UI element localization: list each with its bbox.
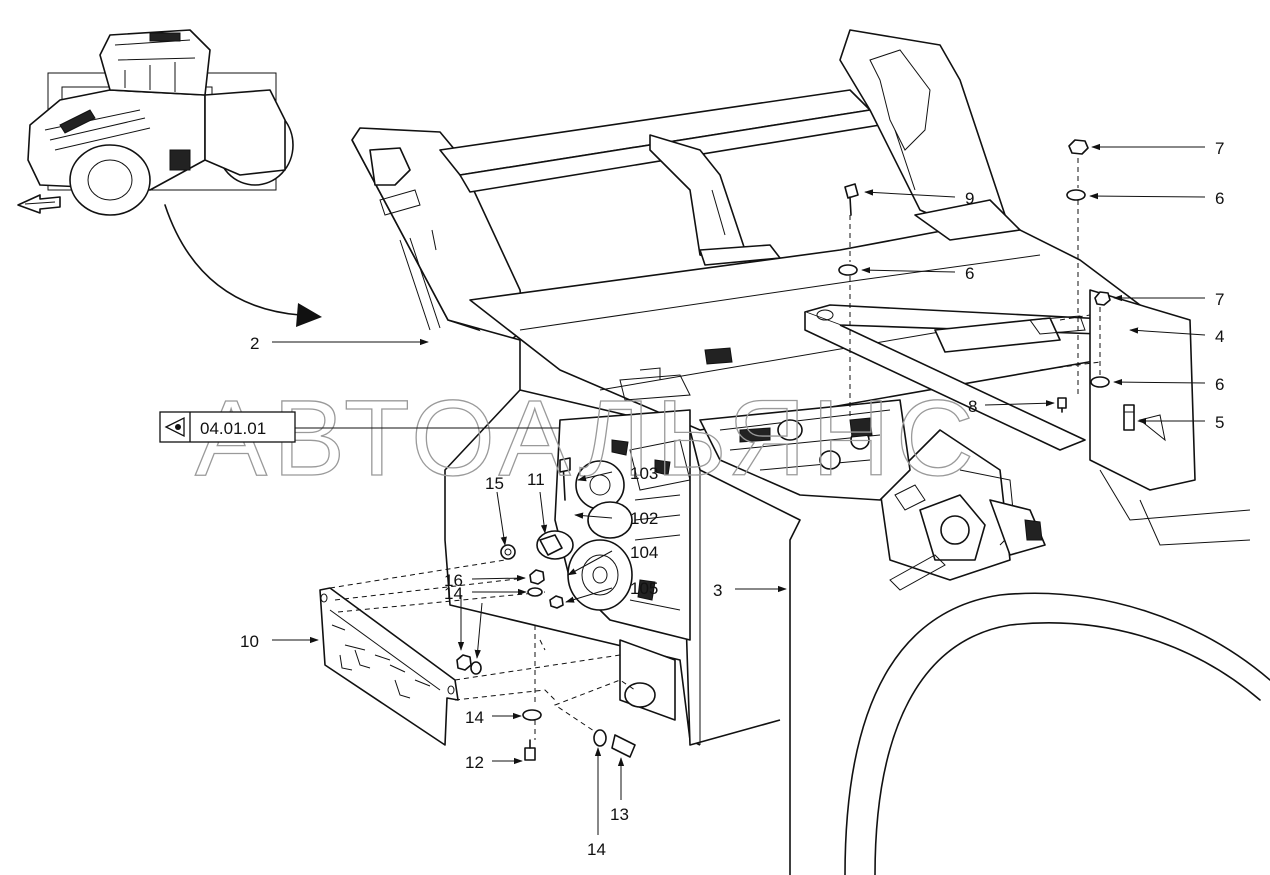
washer-14-a: [527, 587, 543, 597]
callout-14-upper: 14: [444, 584, 463, 603]
bolt-11: [559, 457, 571, 473]
callout-5: 5: [1215, 413, 1224, 432]
washer-14-c: [593, 729, 607, 747]
nut-16: [529, 569, 545, 585]
washer-6-top: [1066, 189, 1086, 201]
engine-block: [536, 409, 691, 641]
washer-14-b: [522, 709, 542, 721]
washer-14-lower: [470, 661, 482, 675]
callout-2: 2: [250, 334, 259, 353]
callout-7-top: 7: [1215, 139, 1224, 158]
hydraulic-cluster: [619, 347, 1046, 556]
callout-6-right: 6: [1215, 375, 1224, 394]
machine-overview-inset: [17, 29, 294, 216]
bolt-12: [524, 747, 536, 761]
callout-13: 13: [610, 805, 629, 824]
callout-6-mid: 6: [965, 264, 974, 283]
callout-14-bottom: 14: [587, 840, 606, 859]
callout-104: 104: [630, 543, 658, 562]
leader-lines: [272, 143, 1206, 835]
nut-105: [549, 595, 564, 609]
nut-16-lower: [456, 654, 472, 671]
callout-7-right: 7: [1215, 290, 1224, 309]
bolt-13: [611, 734, 636, 758]
callout-11: 11: [527, 470, 545, 489]
watermark-text: АВТОАЛЬЯНС: [195, 377, 980, 498]
curved-arrow-icon: [164, 204, 301, 316]
reference-box[interactable]: 04.01.01: [159, 411, 296, 443]
bolt-5: [1123, 404, 1135, 431]
arrow-head-icon: [296, 303, 322, 327]
washer-6-right: [1090, 376, 1110, 388]
callout-103: 103: [630, 464, 658, 483]
eye-view-icon: [164, 416, 185, 438]
washer-6-mid: [838, 264, 858, 276]
nut-7-top: [1068, 139, 1089, 155]
callout-3: 3: [713, 581, 722, 600]
bolt-9: [844, 183, 859, 199]
callout-12: 12: [465, 753, 484, 772]
callout-105: 105: [630, 579, 658, 598]
nut-7-right: [1094, 291, 1111, 306]
callout-10: 10: [240, 632, 259, 651]
nut-15: [500, 544, 516, 560]
reference-code: 04.01.01: [200, 419, 266, 438]
callout-14-middle: 14: [465, 708, 484, 727]
callout-9: 9: [965, 189, 974, 208]
direction-arrow-icon: [17, 194, 61, 214]
bolt-8: [1057, 397, 1067, 409]
callout-16: 16: [444, 571, 463, 590]
frame-assembly: [351, 29, 1270, 875]
callout-102: 102: [630, 509, 658, 528]
callout-4: 4: [1215, 327, 1224, 346]
callout-6-top: 6: [1215, 189, 1224, 208]
hardware-parts: [319, 139, 1135, 761]
callout-8: 8: [968, 397, 977, 416]
mount-11: [539, 534, 563, 556]
callout-15: 15: [485, 474, 504, 493]
callout-labels: 7 9 6 6 7 4 6 8 5 2 3 15 11 103 102 104 …: [240, 139, 1224, 859]
